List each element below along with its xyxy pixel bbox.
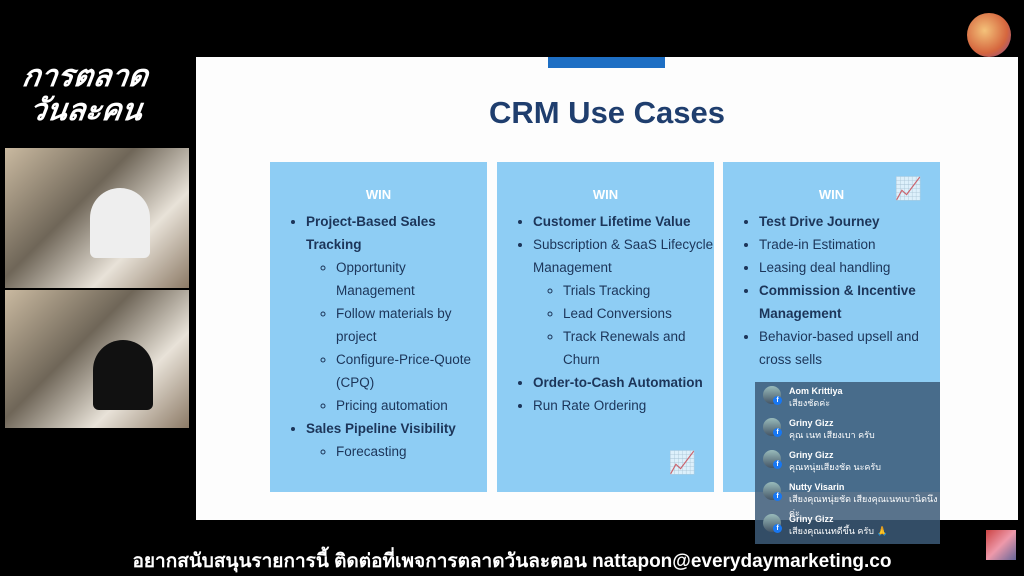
slide-accent-bar bbox=[548, 57, 665, 68]
sub-item: Track Renewals and Churn bbox=[563, 325, 714, 371]
use-case-item: Sales Pipeline VisibilityForecasting bbox=[306, 417, 487, 463]
chat-message: f Griny Gizz คุณ เนท เสียงเบา ครับ bbox=[755, 414, 940, 446]
channel-avatar bbox=[967, 13, 1011, 57]
facebook-icon: f bbox=[773, 396, 782, 405]
facebook-icon: f bbox=[773, 492, 782, 501]
chat-message: f Griny Gizz เสียงคุณเนทดีขึ้น ครับ 🙏 bbox=[755, 510, 940, 542]
item-label: Customer Lifetime Value bbox=[533, 214, 691, 229]
person-1 bbox=[90, 188, 150, 258]
chat-username: Griny Gizz bbox=[789, 418, 834, 428]
sub-item: Opportunity Management bbox=[336, 256, 487, 302]
chat-username: Griny Gizz bbox=[789, 450, 834, 460]
slide-title: CRM Use Cases bbox=[488, 95, 726, 130]
use-case-card: WIN Customer Lifetime ValueSubscription &… bbox=[497, 162, 714, 492]
item-label: Trade-in Estimation bbox=[759, 237, 876, 252]
card-header: WIN bbox=[818, 187, 845, 202]
use-case-item: Order-to-Cash Automation bbox=[533, 371, 714, 394]
webcam-host-2 bbox=[5, 290, 189, 428]
logo-line1: การตลาด bbox=[20, 59, 151, 94]
chat-text: เสียงคุณเนทดีขึ้น ครับ 🙏 bbox=[789, 526, 888, 536]
presentation-slide: CRM Use Cases WIN Project-Based Sales Tra… bbox=[196, 57, 1018, 520]
chat-text: เสียงชัดค่ะ bbox=[789, 398, 831, 408]
chat-username: Griny Gizz bbox=[789, 514, 834, 524]
use-case-item: Customer Lifetime Value bbox=[533, 210, 714, 233]
use-case-item: Test Drive Journey bbox=[759, 210, 940, 233]
facebook-icon: f bbox=[773, 524, 782, 533]
logo-line2: วันละคน bbox=[27, 93, 145, 128]
item-label: Test Drive Journey bbox=[759, 214, 880, 229]
use-case-item: Project-Based Sales TrackingOpportunity … bbox=[306, 210, 487, 417]
chat-text: เสียงคุณหนุ่ยชัด เสียงคุณเนทเบานิดนึงค่ะ bbox=[789, 494, 938, 518]
use-case-item: Commission & Incentive Management bbox=[759, 279, 940, 325]
webcam-host-1 bbox=[5, 148, 189, 288]
chat-text: คุณหนุ่ยเสียงชัด นะครับ bbox=[789, 462, 881, 472]
chart-icon: 📈 bbox=[894, 176, 922, 201]
use-case-item: Subscription & SaaS Lifecycle Management… bbox=[533, 233, 714, 371]
chat-message: f Griny Gizz คุณหนุ่ยเสียงชัด นะครับ bbox=[755, 446, 940, 478]
item-label: Sales Pipeline Visibility bbox=[306, 421, 456, 436]
item-label: Behavior-based upsell and cross sells bbox=[759, 329, 919, 367]
chat-username: Aom Krittiya bbox=[789, 386, 843, 396]
use-case-card: WIN Project-Based Sales TrackingOpportuni… bbox=[270, 162, 487, 492]
sub-item: Configure-Price-Quote (CPQ) bbox=[336, 348, 487, 394]
person-2 bbox=[93, 340, 153, 410]
sub-item: Trials Tracking bbox=[563, 279, 714, 302]
item-label: Subscription & SaaS Lifecycle Management bbox=[533, 237, 714, 275]
facebook-icon: f bbox=[773, 428, 782, 437]
chat-username: Nutty Visarin bbox=[789, 482, 845, 492]
sub-item: Lead Conversions bbox=[563, 302, 714, 325]
card-header: WIN bbox=[592, 187, 619, 202]
chat-message: f Aom Krittiya เสียงชัดค่ะ bbox=[755, 382, 940, 414]
use-case-item: Behavior-based upsell and cross sells bbox=[759, 325, 940, 371]
item-label: Commission & Incentive Management bbox=[759, 283, 916, 321]
use-case-item: Leasing deal handling bbox=[759, 256, 940, 279]
chart-icon: 📈 bbox=[668, 450, 696, 475]
sub-item: Forecasting bbox=[336, 440, 487, 463]
item-label: Leasing deal handling bbox=[759, 260, 891, 275]
card-header: WIN bbox=[365, 187, 392, 202]
use-case-item: Trade-in Estimation bbox=[759, 233, 940, 256]
sub-item: Follow materials by project bbox=[336, 302, 487, 348]
item-label: Project-Based Sales Tracking bbox=[306, 214, 436, 252]
sub-item: Pricing automation bbox=[336, 394, 487, 417]
chat-text: คุณ เนท เสียงเบา ครับ bbox=[789, 430, 875, 440]
chat-message: f Nutty Visarin เสียงคุณหนุ่ยชัด เสียงคุณเ… bbox=[755, 478, 940, 518]
facebook-icon: f bbox=[773, 460, 782, 469]
item-label: Run Rate Ordering bbox=[533, 398, 647, 413]
sponsor-caption: อยากสนับสนุนรายการนี้ ติดต่อที่เพจการตลา… bbox=[132, 551, 892, 572]
thumbnail bbox=[986, 530, 1016, 560]
use-case-item: Run Rate Ordering bbox=[533, 394, 714, 417]
show-logo: การตลาดวันละคน bbox=[15, 59, 151, 128]
item-label: Order-to-Cash Automation bbox=[533, 375, 703, 390]
